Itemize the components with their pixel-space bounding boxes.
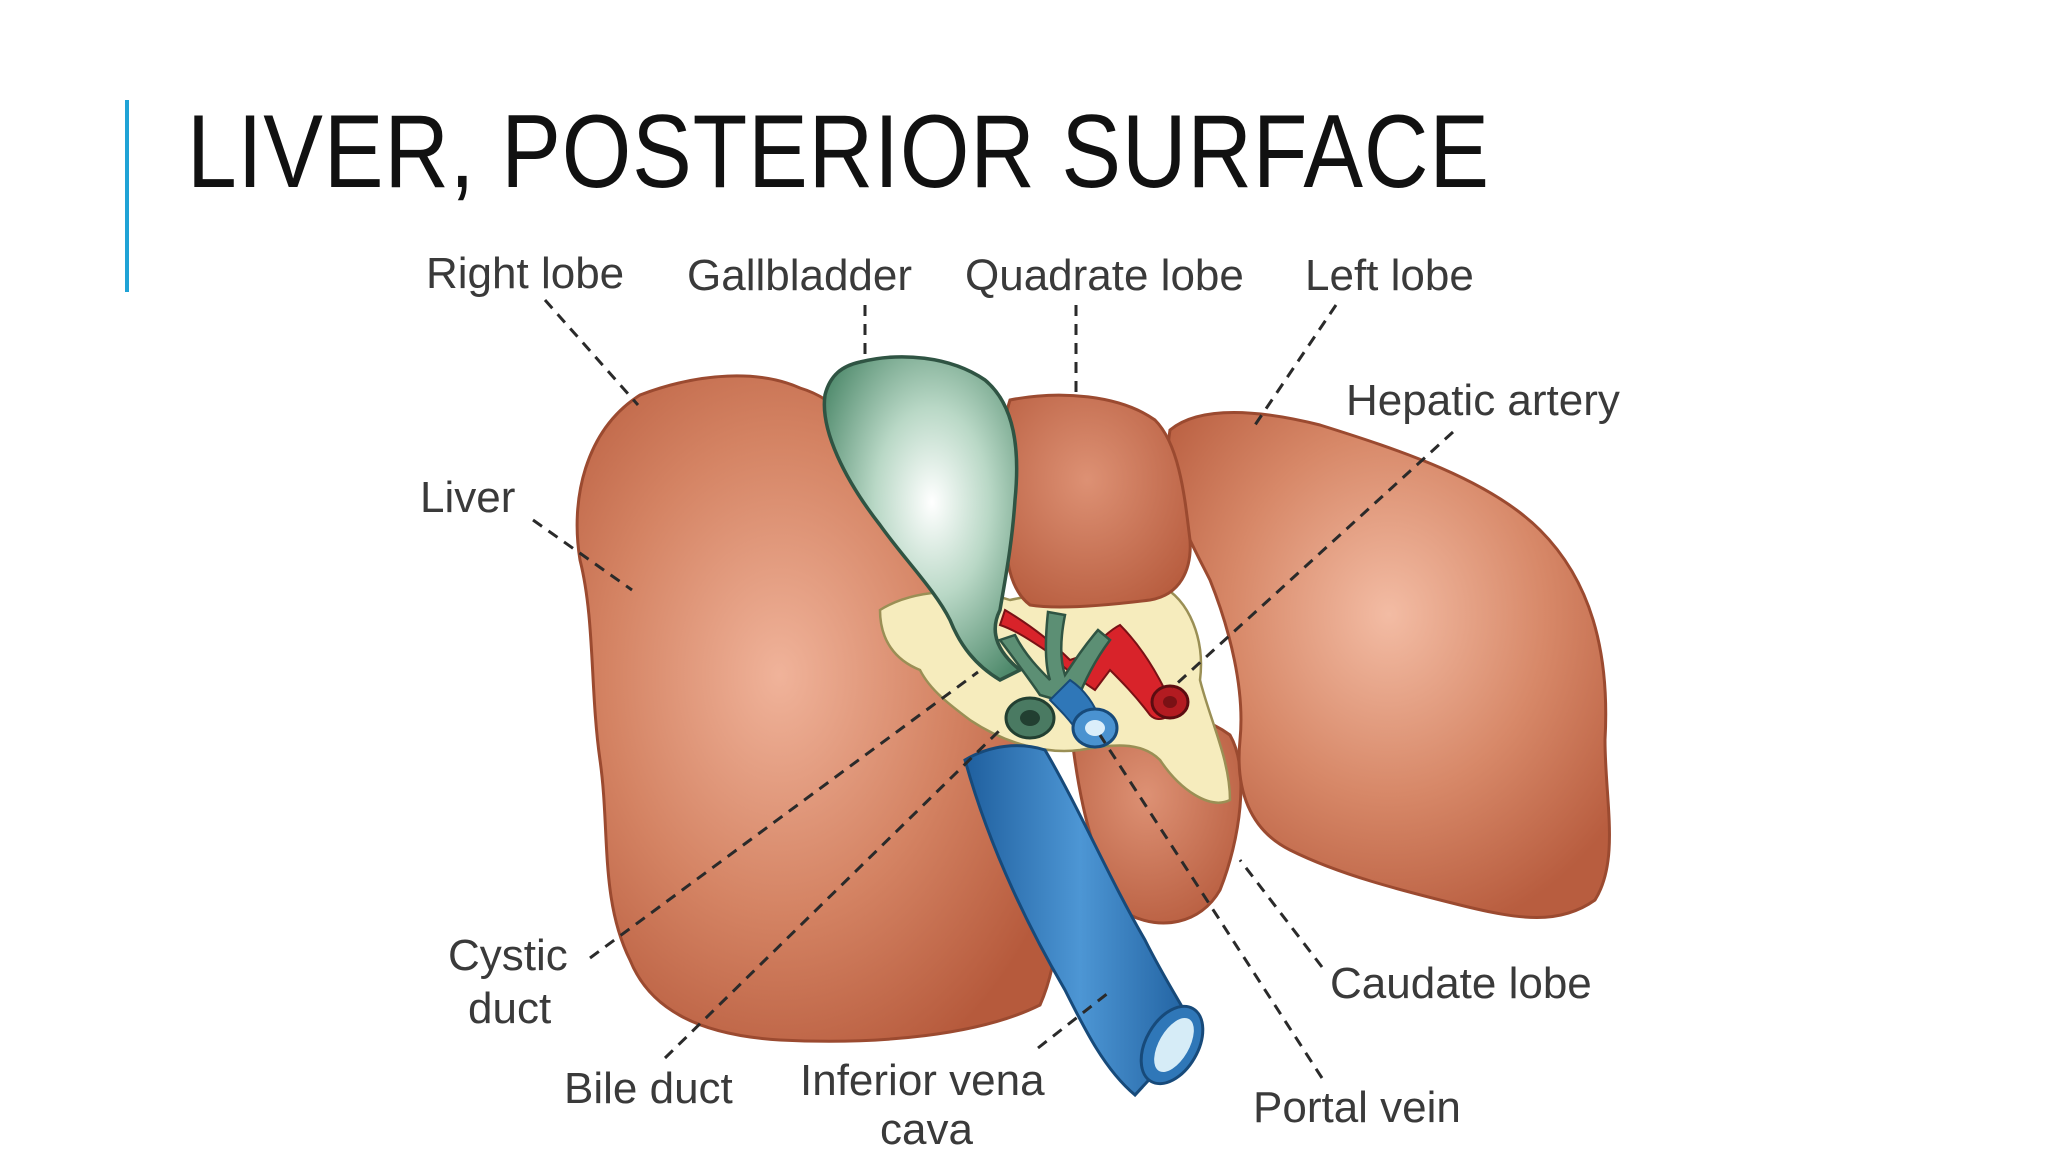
label-left-lobe: Left lobe [1305,251,1474,300]
leader-hepatic-artery [1170,430,1455,690]
leader-lines [532,299,1455,1079]
label-cystic-duct-line1: Cystic [448,931,568,980]
label-liver: Liver [420,473,515,522]
label-cystic-duct-line2: duct [468,984,551,1033]
label-bile-duct: Bile duct [564,1064,733,1113]
label-right-lobe: Right lobe [426,249,624,298]
bile-duct-shape [997,610,1112,707]
leader-bile-duct [663,726,1004,1060]
portal-vein-lumen-core [1085,720,1105,736]
left-lobe-shape [1166,411,1611,919]
leader-left-lobe [1253,304,1338,426]
label-gallbladder: Gallbladder [687,251,912,300]
hepatic-artery-lumen-core [1163,696,1177,708]
label-quadrate-lobe: Quadrate lobe [965,251,1244,300]
ivc-lumen-core [1154,1017,1194,1073]
slide-title: LIVER, POSTERIOR SURFACE [187,94,1490,210]
bile-duct-lumen-core [1020,710,1040,726]
label-portal-vein: Portal vein [1253,1083,1461,1132]
leader-right-lobe [543,299,640,406]
label-hepatic-artery: Hepatic artery [1346,376,1620,425]
label-ivc-line1: Inferior vena [800,1056,1045,1105]
leader-ivc [1037,988,1113,1050]
leader-cystic-duct [589,670,979,960]
quadrate-lobe-shape [1001,393,1192,609]
label-ivc-line2: cava [880,1105,973,1152]
leader-liver [532,518,633,592]
leader-caudate-lobe [1238,859,1324,968]
title-accent-bar [125,100,129,292]
label-caudate-lobe: Caudate lobe [1330,959,1592,1008]
gallbladder-shape [822,355,1024,682]
